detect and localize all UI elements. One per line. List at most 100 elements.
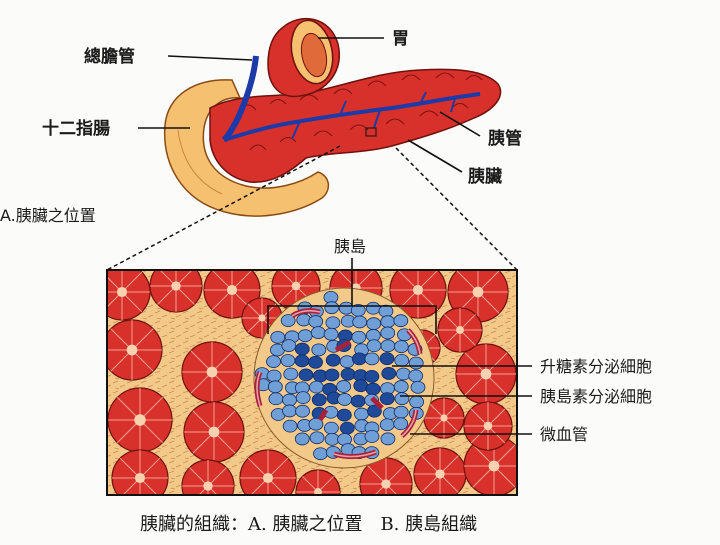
islet-cell	[308, 355, 323, 369]
islet-cell	[280, 354, 296, 367]
islet-cells	[254, 291, 426, 461]
islet-cell	[280, 314, 296, 328]
islet-cell	[366, 339, 382, 353]
islet-cell	[310, 326, 326, 340]
islet-cell	[311, 343, 327, 357]
islet-cell	[367, 404, 382, 418]
islet-cell	[379, 352, 395, 366]
islet-cell	[266, 369, 282, 383]
islet-cell	[295, 404, 310, 418]
islet-cell	[364, 430, 380, 443]
acinus	[295, 469, 341, 495]
islet-cell	[352, 315, 368, 329]
acinus	[107, 319, 163, 381]
islet-cell	[381, 367, 397, 380]
duodenum	[163, 79, 330, 217]
acinus	[183, 401, 245, 463]
islet-cell	[340, 367, 356, 381]
islet-cell	[354, 407, 369, 421]
label-panel-a: A.胰臟之位置	[0, 206, 96, 225]
islet-cell	[282, 393, 297, 407]
panel-b-tissue	[107, 270, 517, 495]
acinus	[455, 343, 517, 405]
acinus	[107, 387, 173, 453]
islet-cell	[364, 369, 380, 383]
islet-cell	[283, 367, 299, 381]
label-capillary: 微血管	[540, 425, 588, 444]
label-insulin-cells: 胰島素分泌細胞	[540, 387, 652, 406]
islet-cell	[336, 408, 352, 422]
zoom-marker	[365, 127, 377, 137]
islet-cell	[394, 353, 410, 367]
islet-cell	[311, 393, 327, 407]
label-pancreatic-duct: 胰管	[488, 128, 522, 149]
islet-cell	[324, 368, 340, 382]
acinus	[107, 270, 151, 321]
islet-cell	[351, 330, 367, 344]
acinus	[463, 401, 513, 451]
islet-cell	[325, 316, 341, 330]
acinus	[423, 397, 465, 439]
islet-cell	[396, 367, 411, 381]
islet-cell	[379, 418, 395, 432]
islet-cell	[267, 380, 283, 394]
islet-cell	[393, 405, 409, 419]
pancreatic-duct	[223, 92, 481, 142]
islet-cell	[323, 327, 339, 341]
islet-cell	[393, 340, 409, 354]
label-common-bile-duct: 總膽管	[84, 46, 135, 67]
islet-cell	[379, 392, 395, 406]
acini-group	[107, 270, 517, 495]
islet-cell	[366, 317, 382, 331]
islet-cell	[380, 326, 396, 340]
islet-cell	[281, 339, 297, 353]
islet-cell	[337, 393, 353, 406]
islet-cell	[294, 342, 310, 356]
capillaries-inner	[256, 309, 421, 458]
islet-cell	[380, 432, 396, 446]
acinus	[359, 457, 413, 495]
islet-cell	[324, 432, 340, 446]
acinus	[181, 341, 243, 403]
islet-cell	[297, 329, 313, 343]
panel-a-leaders	[138, 37, 481, 173]
zoom-line-left	[106, 145, 341, 271]
islet-cell	[298, 368, 314, 382]
islet-cell	[378, 304, 394, 318]
islet-cell	[393, 314, 409, 328]
common-bile-duct	[221, 55, 259, 143]
islet-cell	[338, 301, 354, 315]
islet-cell	[350, 394, 366, 408]
figure-caption: 胰臟的組織：A. 胰臟之位置 B. 胰島組織	[140, 514, 477, 535]
islet-cell	[266, 355, 281, 369]
acinus	[181, 459, 235, 495]
acinus	[239, 449, 297, 495]
islet-cell	[325, 353, 341, 367]
acinus	[413, 447, 467, 495]
islet-cell	[365, 382, 381, 396]
islet-cell	[339, 355, 355, 369]
islet-cell	[364, 352, 380, 366]
label-islet: 胰島	[334, 237, 366, 256]
islet-cell	[313, 447, 328, 461]
islet-cell	[380, 339, 396, 353]
islet-cell	[295, 391, 311, 405]
islet-cell	[393, 380, 409, 393]
islet-cell	[309, 431, 325, 445]
islet-cell	[339, 421, 355, 435]
islet-cell	[268, 392, 284, 406]
islet-cell	[410, 380, 426, 394]
islet-cell	[308, 315, 324, 328]
islet-cell	[408, 356, 424, 370]
islet-cell	[394, 392, 410, 406]
islet-cell	[408, 369, 424, 383]
label-duodenum: 十二指腸	[42, 118, 110, 139]
panel-a-organs	[163, 17, 502, 217]
acinus	[149, 270, 203, 313]
islet-cell	[270, 330, 286, 344]
islet-cell	[282, 404, 297, 418]
label-pancreas: 胰臟	[468, 166, 502, 187]
acinus	[111, 449, 169, 495]
islet-cell	[324, 301, 340, 315]
